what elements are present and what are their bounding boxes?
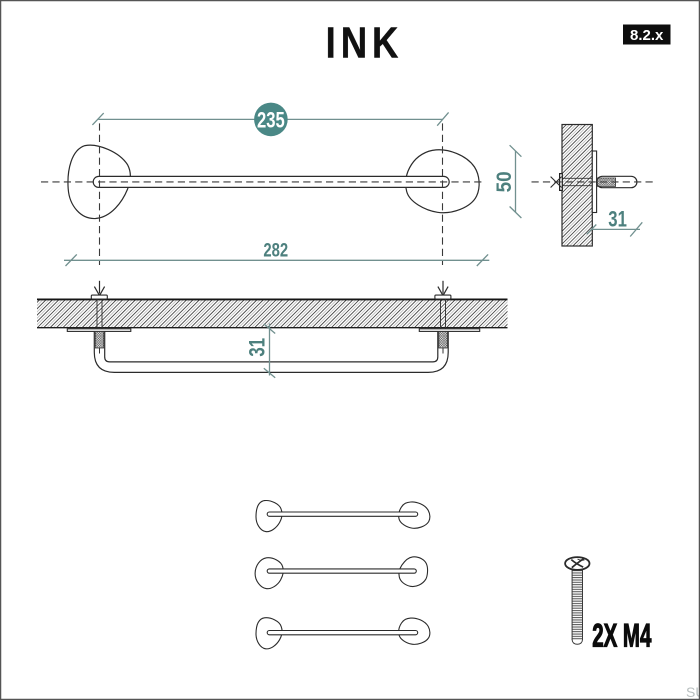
svg-text:8.2.x: 8.2.x: [630, 27, 664, 44]
svg-text:SU: SU: [686, 684, 700, 700]
svg-text:31: 31: [608, 207, 627, 232]
svg-text:INK: INK: [326, 17, 404, 67]
svg-text:50: 50: [493, 171, 516, 192]
svg-text:235: 235: [257, 108, 285, 133]
svg-text:282: 282: [263, 238, 288, 261]
svg-text:2X M4: 2X M4: [592, 618, 651, 654]
svg-text:31: 31: [245, 338, 270, 357]
